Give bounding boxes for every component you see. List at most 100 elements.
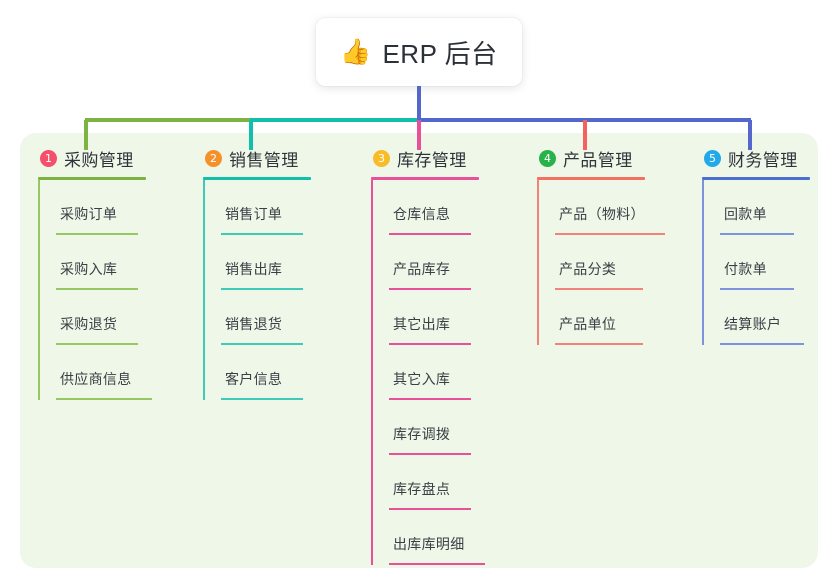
list-item-label: 产品单位 (559, 316, 617, 332)
column-underline (537, 177, 645, 180)
column-title: 采购管理 (64, 150, 134, 170)
list-item-underline (389, 233, 471, 235)
leaf-connector (371, 345, 373, 400)
leaf-connector (38, 290, 40, 345)
column-header[interactable]: 1 采购管理 (38, 145, 146, 171)
list-item[interactable]: 库存调拨 (371, 400, 479, 455)
leaf-connector (702, 180, 704, 235)
list-item-label: 销售订单 (225, 206, 283, 222)
list-item-label: 付款单 (724, 261, 767, 277)
list-item-label: 供应商信息 (60, 371, 132, 387)
list-item[interactable]: 库存盘点 (371, 455, 479, 510)
list-item-label: 其它入库 (393, 371, 451, 387)
column-underline (371, 177, 479, 180)
column-underline (203, 177, 311, 180)
list-item[interactable]: 供应商信息 (38, 345, 152, 400)
leaf-connector (371, 400, 373, 455)
column-items: 采购订单 采购入库 采购退货 供应商信息 (38, 180, 152, 400)
list-item[interactable]: 销售出库 (203, 235, 311, 290)
list-item[interactable]: 客户信息 (203, 345, 311, 400)
column-underline (702, 177, 810, 180)
list-item-label: 销售出库 (225, 261, 283, 277)
column-badge-1: 1 (40, 149, 57, 167)
leaf-connector (203, 345, 205, 400)
list-item[interactable]: 采购入库 (38, 235, 146, 290)
list-item-underline (221, 343, 303, 345)
leaf-connector (702, 235, 704, 290)
list-item-underline (389, 563, 485, 565)
list-item-label: 结算账户 (724, 316, 782, 332)
list-item[interactable]: 采购订单 (38, 180, 146, 235)
leaf-connector (371, 510, 373, 565)
column-inventory: 3 库存管理 仓库信息 产品库存 其它出库 (371, 145, 485, 565)
list-item[interactable]: 付款单 (702, 235, 810, 290)
list-item[interactable]: 销售退货 (203, 290, 311, 345)
root-node-title: ERP 后台 (382, 38, 498, 69)
list-item[interactable]: 其它出库 (371, 290, 479, 345)
list-item[interactable]: 其它入库 (371, 345, 479, 400)
list-item-label: 出库库明细 (393, 536, 465, 552)
column-header[interactable]: 2 销售管理 (203, 145, 311, 171)
list-item[interactable]: 产品分类 (537, 235, 645, 290)
column-finance: 5 财务管理 回款单 付款单 结算账户 (702, 145, 810, 345)
list-item[interactable]: 回款单 (702, 180, 810, 235)
column-badge-3: 3 (373, 149, 390, 167)
list-item-underline (389, 343, 471, 345)
leaf-connector (38, 235, 40, 290)
list-item[interactable]: 产品（物料） (537, 180, 665, 235)
list-item-underline (555, 233, 665, 235)
list-item-underline (555, 343, 643, 345)
column-header[interactable]: 4 产品管理 (537, 145, 645, 171)
list-item-label: 采购入库 (60, 261, 118, 277)
list-item-underline (56, 288, 138, 290)
column-badge-2: 2 (205, 149, 222, 167)
leaf-connector (537, 290, 539, 345)
column-items: 回款单 付款单 结算账户 (702, 180, 810, 345)
column-header[interactable]: 5 财务管理 (702, 145, 810, 171)
leaf-connector (371, 290, 373, 345)
list-item-label: 库存盘点 (393, 481, 451, 497)
list-item-label: 客户信息 (225, 371, 283, 387)
list-item-underline (221, 288, 303, 290)
list-item[interactable]: 结算账户 (702, 290, 810, 345)
leaf-connector (203, 180, 205, 235)
column-title: 产品管理 (563, 150, 633, 170)
list-item[interactable]: 出库库明细 (371, 510, 485, 565)
list-item-label: 回款单 (724, 206, 767, 222)
list-item[interactable]: 产品库存 (371, 235, 479, 290)
list-item[interactable]: 仓库信息 (371, 180, 479, 235)
root-node[interactable]: 👍 ERP 后台 (316, 18, 522, 86)
list-item-label: 产品分类 (559, 261, 617, 277)
list-item-underline (389, 508, 471, 510)
list-item-underline (720, 233, 794, 235)
column-items: 仓库信息 产品库存 其它出库 其它入库 (371, 180, 485, 565)
leaf-connector (702, 290, 704, 345)
column-purchasing: 1 采购管理 采购订单 采购入库 采购退货 (38, 145, 152, 400)
list-item-label: 库存调拨 (393, 426, 451, 442)
list-item[interactable]: 销售订单 (203, 180, 311, 235)
column-title: 销售管理 (229, 150, 299, 170)
column-sales: 2 销售管理 销售订单 销售出库 销售退货 (203, 145, 311, 400)
column-underline (38, 177, 146, 180)
leaf-connector (371, 180, 373, 235)
list-item-label: 销售退货 (225, 316, 283, 332)
list-item-label: 仓库信息 (393, 206, 451, 222)
column-title: 财务管理 (728, 150, 798, 170)
list-item-underline (389, 453, 471, 455)
list-item-label: 产品库存 (393, 261, 451, 277)
list-item-underline (389, 288, 471, 290)
list-item-underline (221, 398, 303, 400)
leaf-connector (537, 180, 539, 235)
list-item-underline (56, 398, 152, 400)
leaf-connector (203, 290, 205, 345)
list-item-underline (720, 343, 804, 345)
leaf-connector (537, 235, 539, 290)
leaf-connector (203, 235, 205, 290)
list-item[interactable]: 采购退货 (38, 290, 146, 345)
list-item[interactable]: 产品单位 (537, 290, 645, 345)
list-item-label: 其它出库 (393, 316, 451, 332)
column-header[interactable]: 3 库存管理 (371, 145, 479, 171)
diagram-panel (20, 133, 818, 568)
leaf-connector (371, 455, 373, 510)
